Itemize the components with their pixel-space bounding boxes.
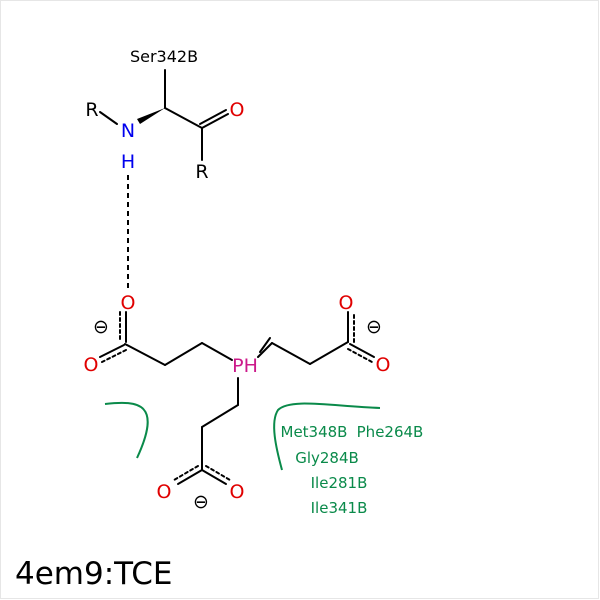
oxygen-label: O [121,292,136,314]
hydrophobic-arc-right [273,402,381,471]
oxygen-label: O [339,292,354,314]
negative-charge-label: ⊖ [366,316,382,338]
hydrophobic-residue-label: Ile341B [311,499,368,517]
r-group-label: R [195,161,208,183]
hydrophobic-residue-label: Gly284B [295,449,359,467]
nitrogen-label: N [121,120,135,142]
phosphorus-label: PH [232,355,258,377]
hydrophobic-labels: Met348B Phe264B Gly284B Ile281B Ile341B [281,423,424,517]
hydrophobic-arc-left [104,401,149,459]
ligand-bonds [99,311,375,485]
carbonyl-oxygen-label: O [230,99,245,121]
residue-label: Ser342B [130,47,198,66]
diagram-title: 4em9:TCE [15,556,173,592]
oxygen-label: O [376,354,391,376]
hydrophobic-arcs [104,401,381,471]
negative-charge-label: ⊖ [93,316,109,338]
oxygen-label: O [230,481,245,503]
oxygen-label: O [157,481,172,503]
negative-charge-label: ⊖ [193,491,209,513]
hydrophobic-residue-label: Met348B [281,423,348,441]
residue-bonds [99,69,229,161]
atom-labels: R N H O R O O ⊖ PH O O ⊖ O O ⊖ [84,99,391,513]
hydrophobic-residue-label: Phe264B [357,423,424,441]
oxygen-label: O [84,354,99,376]
wedge-bond [137,108,165,124]
hydrogen-label: H [121,151,135,173]
r-group-label: R [85,99,98,121]
hydrophobic-residue-label: Ile281B [311,474,368,492]
